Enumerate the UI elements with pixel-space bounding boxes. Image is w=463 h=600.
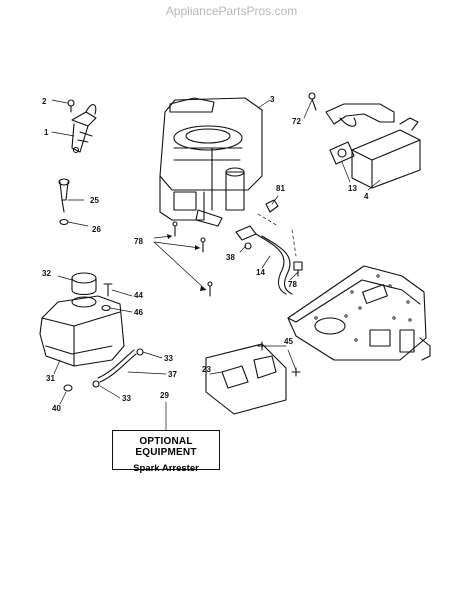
callout-37: 37 [168,370,177,379]
fuel-line-part [235,225,293,295]
exhaust-pipe-part [308,92,395,127]
callout-26: 26 [92,225,101,234]
callout-31: 31 [46,374,55,383]
callout-38: 38 [226,253,235,262]
callout-14: 14 [256,268,265,277]
spark-arrester-label: Spark Arrester [133,463,199,474]
optional-equipment-box: OPTIONAL EQUIPMENT Spark Arrester [112,430,220,474]
callout-81: 81 [276,184,285,193]
fuel-cap-part [71,272,97,296]
callout-29: 29 [160,391,169,400]
screw-part-2 [67,99,75,113]
callout-78-left: 78 [134,237,143,246]
nut-part-40 [63,384,73,392]
arrowheads [167,234,206,291]
optional-equipment-title: OPTIONAL EQUIPMENT [135,436,197,458]
bolt-part-81 [265,199,279,213]
callout-46: 46 [134,308,143,317]
callout-72: 72 [292,117,301,126]
callout-2: 2 [42,97,47,106]
engine-part [159,97,263,227]
callout-78-right: 78 [288,280,297,289]
callout-1: 1 [44,128,49,137]
screw-group-45 [257,341,301,377]
washer-part-46 [101,304,111,312]
callout-13: 13 [348,184,357,193]
fuel-line-part-37 [97,349,137,383]
heat-shield-part [205,343,287,415]
callout-labels: 2 1 3 72 25 26 81 13 4 78 38 14 78 32 44… [42,95,369,413]
nut-part-26 [59,218,69,226]
bolt-group-78 [153,221,213,297]
throttle-control-part [71,104,97,154]
callout-25: 25 [90,196,99,205]
callout-33-upper: 33 [164,354,173,363]
callout-33-lower: 33 [122,394,131,403]
callout-40: 40 [52,404,61,413]
bolt-part-78-right [293,261,303,277]
watermark: AppliancePartsPros.com [165,4,298,18]
callout-32: 32 [42,269,51,278]
screw-part-44 [103,283,113,297]
chassis-frame-part [287,265,431,361]
muffler-part [351,117,421,189]
callout-3: 3 [270,95,275,104]
callout-45: 45 [284,337,293,346]
callout-23: 23 [202,365,211,374]
callout-4: 4 [364,192,369,201]
callout-44: 44 [134,291,143,300]
spark-plug-part [58,178,70,213]
fuel-tank-part [39,295,125,367]
gasket-part [329,141,355,165]
